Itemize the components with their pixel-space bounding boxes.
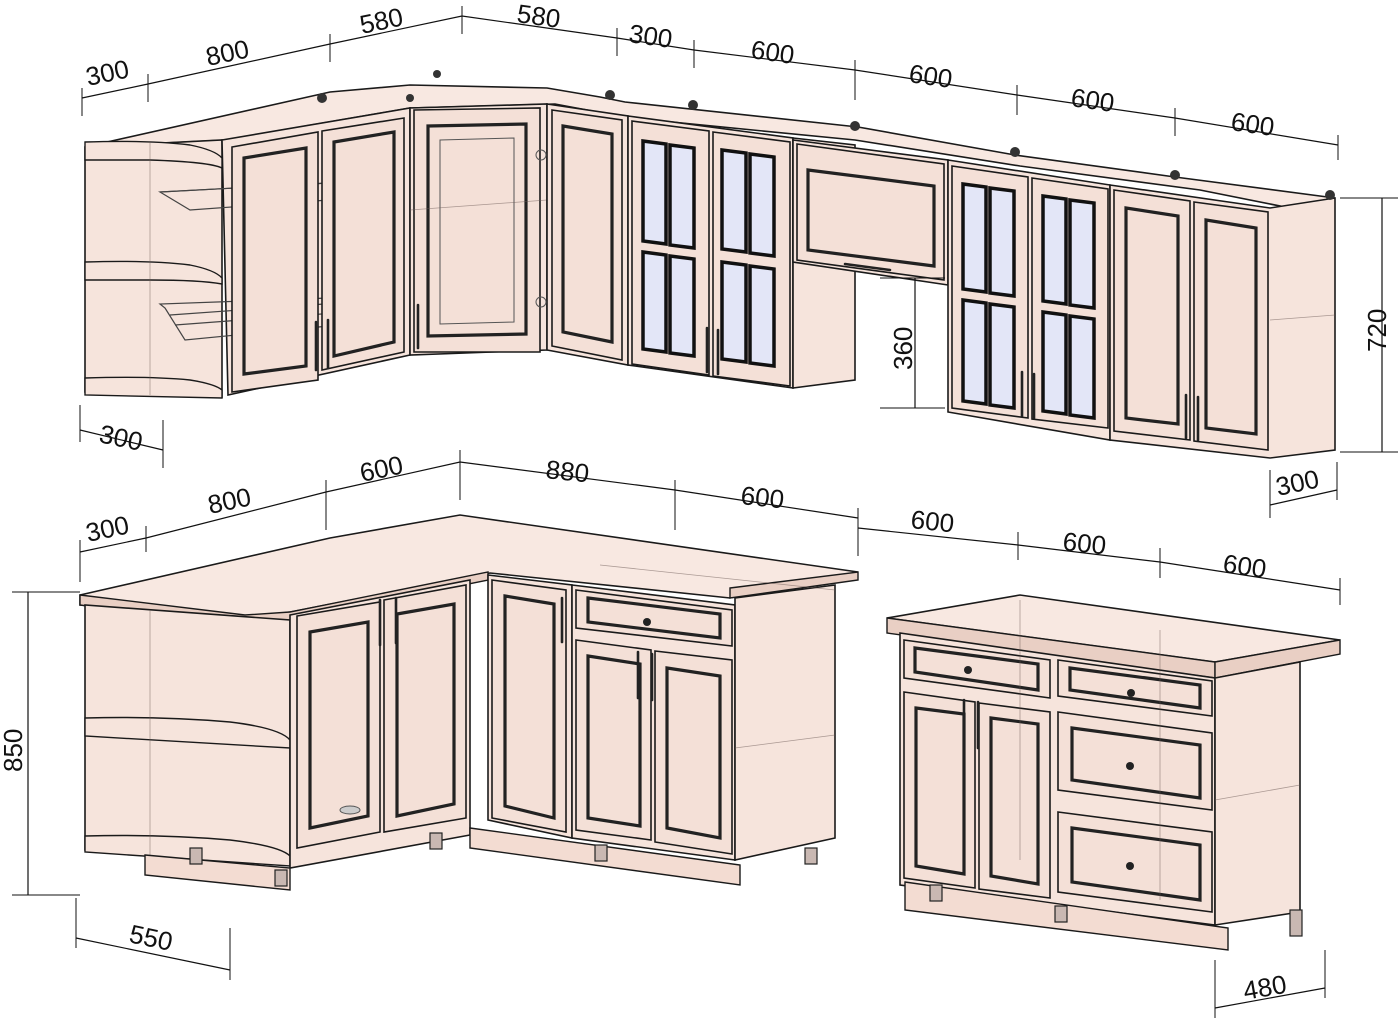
lower-drawer-cabinet: [571, 584, 736, 861]
dim-upper-depth-left: 300: [97, 419, 146, 457]
dim-gap-height: 360: [888, 327, 918, 370]
solid-door-a: [1113, 189, 1191, 441]
dim-upper-w5: 600: [749, 34, 796, 70]
dim-upper-w8: 600: [1229, 106, 1276, 142]
upper-dish-dryer-cabinet: [158, 93, 414, 396]
lower-door-600a: [575, 639, 652, 841]
upper-open-end-shelf: [84, 139, 223, 399]
dim-upper-w1: 800: [203, 34, 252, 72]
lower-right-carcass: [599, 564, 836, 861]
dim-lower-height: 850: [0, 729, 28, 772]
lower-drawer: [575, 589, 733, 647]
dim-upper-w3: 580: [515, 0, 562, 34]
upper-narrow-cabinet: [535, 90, 629, 366]
lower-door-800a: [296, 601, 381, 849]
upper-corner-cabinet: [409, 70, 548, 356]
dim-upper-w2: 580: [357, 2, 406, 40]
dimension-lines: [12, 6, 1398, 1018]
dim-lower-w4: 600: [739, 480, 785, 514]
island-drawer-middle: [1057, 711, 1213, 811]
dim-upper-height: 720: [1362, 309, 1392, 352]
dim-upper-w4: 300: [627, 18, 674, 54]
dim-upper-depth-right: 300: [1273, 464, 1322, 502]
dim-upper-w7: 600: [1069, 82, 1116, 118]
narrow-door: [551, 109, 623, 361]
island-door-b: [978, 702, 1051, 899]
dim-lower-depth: 550: [127, 919, 176, 957]
lift-door: [796, 143, 945, 281]
solid-door-b: [1193, 201, 1269, 451]
dim-island-w1: 600: [1061, 526, 1107, 560]
lower-door-600b: [654, 650, 733, 855]
island-drawer-top: [1057, 659, 1213, 717]
lower-open-end-shelf: [84, 604, 291, 867]
lower-corner-door: [491, 579, 567, 833]
upper-lift-cabinet: [792, 121, 949, 389]
upper-solid-cabinet-end: [1109, 170, 1336, 459]
dimension-labels: 300 800 580 580 300 600 600 600 600 300 …: [0, 0, 1392, 1006]
dim-island-w2: 600: [1221, 548, 1268, 584]
island-drawer-left: [903, 639, 1051, 699]
lower-door-800b: [383, 584, 467, 833]
lower-cabinet-800: [289, 579, 471, 869]
dim-island-w0: 600: [909, 504, 955, 538]
island-door-a: [903, 691, 976, 889]
dim-island-depth: 480: [1241, 969, 1289, 1006]
island: [886, 594, 1341, 951]
upper-glass-cabinet-1: [627, 100, 794, 389]
upper-cabinets: [84, 70, 1336, 459]
dim-lower-w3: 880: [544, 454, 590, 488]
dim-upper-w0: 300: [83, 54, 132, 92]
dryer-door-left: [231, 131, 319, 393]
dim-upper-w6: 600: [907, 58, 954, 94]
dryer-door-right: [321, 117, 405, 371]
corner-door: [413, 107, 541, 353]
upper-glass-cabinet-2: [947, 147, 1111, 441]
lower-cabinets: [79, 514, 859, 891]
lower-corner-cabinet: [487, 574, 573, 839]
dim-lower-w2: 600: [357, 450, 406, 488]
dim-lower-w1: 800: [205, 482, 254, 520]
